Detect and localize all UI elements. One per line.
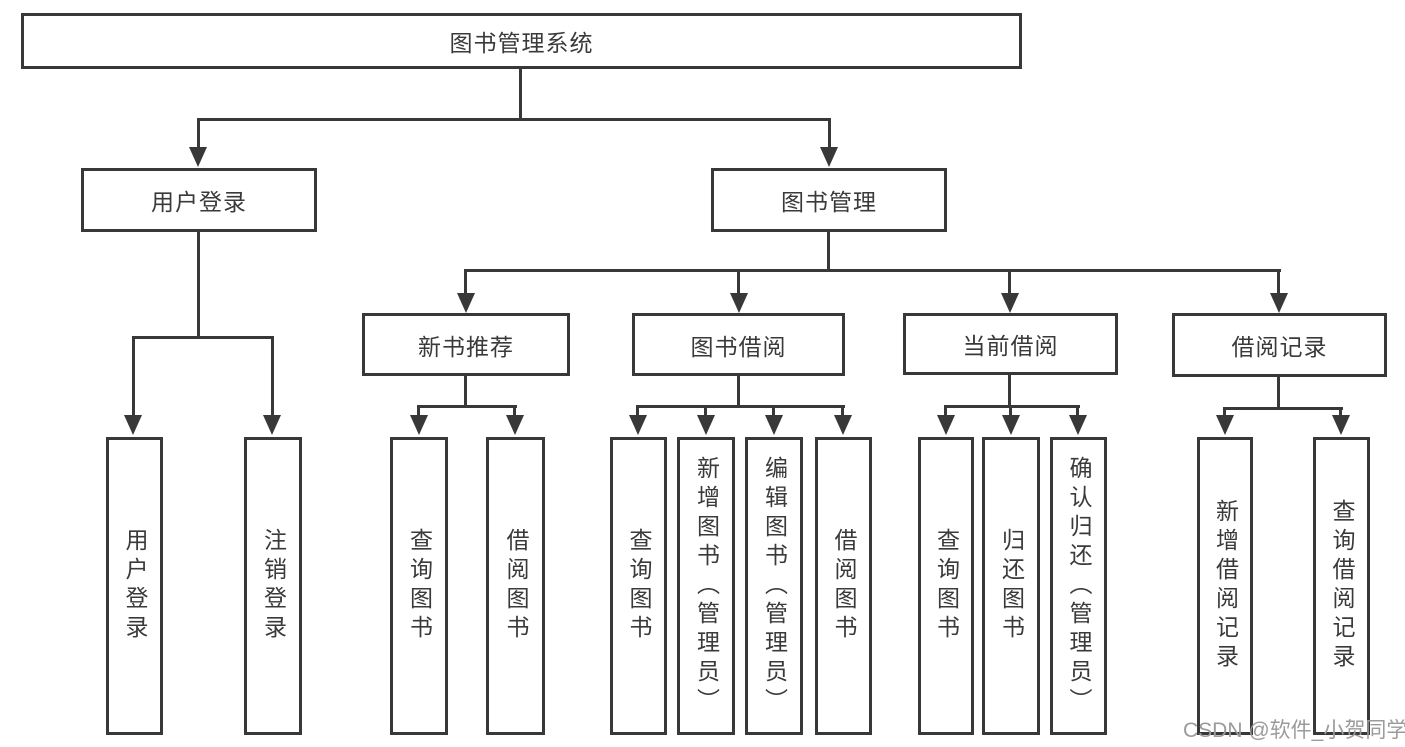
- connector-leaf-stub: [1076, 405, 1079, 417]
- leaf-label: 确认归还（管理员）: [1066, 455, 1092, 717]
- connector-leaf-stub: [704, 405, 707, 417]
- arrow-down-icon: [124, 415, 142, 435]
- connector-book-borrow-rail: [636, 405, 845, 408]
- connector-leaf-stub: [841, 405, 844, 417]
- leaf-label: 借阅图书: [503, 528, 529, 644]
- connector-current-borrow-stem: [1008, 373, 1011, 407]
- leaf-add-borrow-record: 新增借阅记录: [1197, 437, 1253, 735]
- leaf-query-borrow-record: 查询借阅记录: [1313, 437, 1370, 735]
- connector-leaf-stub: [513, 405, 516, 417]
- arrow-down-icon: [457, 293, 475, 313]
- node-library-system: 图书管理系统: [21, 13, 1022, 69]
- leaf-query-books-current: 查询图书: [918, 437, 974, 735]
- leaf-borrow-books-recommend: 借阅图书: [486, 437, 545, 735]
- arrow-down-icon: [1002, 415, 1020, 435]
- connector-leaf-stub: [636, 405, 639, 417]
- arrow-down-icon: [937, 415, 955, 435]
- arrow-down-icon: [1332, 415, 1350, 435]
- node-user-login-label: 用户登录: [151, 189, 247, 215]
- csdn-watermark: CSDN @软件_小贺同学: [1183, 719, 1405, 742]
- leaf-label: 编辑图书（管理员）: [761, 455, 788, 717]
- connector-leaf-stub: [772, 405, 775, 417]
- connector-new-book-stem: [464, 374, 467, 407]
- leaf-label: 查询借阅记录: [1329, 499, 1355, 673]
- leaf-label: 查询图书: [406, 528, 433, 644]
- leaf-label: 新增借阅记录: [1212, 499, 1239, 673]
- arrow-down-icon: [834, 415, 852, 435]
- leaf-edit-books-admin: 编辑图书（管理员）: [745, 437, 803, 735]
- node-new-book-recommend-label: 新书推荐: [418, 333, 514, 360]
- connector-leaf-stub: [1339, 407, 1342, 417]
- node-book-management: 图书管理: [711, 168, 947, 232]
- node-current-borrow-label: 当前借阅: [962, 333, 1059, 359]
- connector-to-book-management: [828, 118, 831, 149]
- node-library-system-label: 图书管理系统: [449, 30, 594, 56]
- node-book-management-label: 图书管理: [781, 189, 877, 215]
- connector-new-book-rail: [417, 405, 517, 408]
- connector-root-rail: [197, 118, 831, 121]
- connector-to-leaf-logout: [271, 336, 274, 417]
- leaf-logout-label: 注销登录: [260, 528, 287, 644]
- arrow-down-icon: [506, 415, 524, 435]
- connector-to-leaf-user-login: [132, 336, 135, 417]
- leaf-label: 查询图书: [933, 528, 960, 644]
- connector-to-user-login: [197, 118, 200, 149]
- arrow-down-icon: [1069, 415, 1087, 435]
- node-borrow-records-label: 借阅记录: [1231, 334, 1328, 360]
- connector-book-management-rail: [464, 269, 1281, 272]
- leaf-query-books-recommend: 查询图书: [390, 437, 448, 735]
- node-new-book-recommend: 新书推荐: [362, 313, 570, 376]
- connector-leaf-stub: [944, 405, 947, 417]
- leaf-label: 新增图书（管理员）: [693, 455, 720, 717]
- leaf-add-books-admin: 新增图书（管理员）: [677, 437, 735, 735]
- leaf-label: 借阅图书: [831, 528, 857, 644]
- arrow-down-icon: [820, 147, 838, 167]
- connector-root-stem: [519, 66, 522, 121]
- leaf-borrow-books: 借阅图书: [815, 437, 872, 735]
- arrow-down-icon: [189, 147, 207, 167]
- arrow-down-icon: [697, 415, 715, 435]
- connector-to-new-book: [464, 269, 467, 297]
- arrow-down-icon: [765, 415, 783, 435]
- leaf-confirm-return-admin: 确认归还（管理员）: [1050, 437, 1107, 735]
- arrow-down-icon: [410, 415, 428, 435]
- connector-book-borrow-stem: [737, 374, 740, 407]
- connector-book-management-stem: [827, 230, 830, 272]
- node-user-login: 用户登录: [81, 168, 317, 232]
- connector-leaf-stub: [417, 405, 420, 417]
- leaf-label: 归还图书: [998, 528, 1025, 644]
- leaf-user-login: 用户登录: [106, 437, 163, 735]
- leaf-query-books-borrow: 查询图书: [610, 437, 667, 735]
- arrow-down-icon: [629, 415, 647, 435]
- connector-to-borrow-records: [1277, 269, 1280, 297]
- leaf-label: 查询图书: [626, 528, 652, 644]
- arrow-down-icon: [1001, 293, 1019, 313]
- connector-current-borrow-rail: [944, 405, 1080, 408]
- node-borrow-records: 借阅记录: [1172, 313, 1387, 377]
- node-book-borrow: 图书借阅: [632, 313, 845, 376]
- connector-user-login-stem: [197, 230, 200, 339]
- connector-user-login-rail: [132, 336, 274, 339]
- connector-to-book-borrow: [737, 269, 740, 297]
- connector-leaf-stub: [1009, 405, 1012, 417]
- connector-to-current-borrow: [1008, 269, 1011, 297]
- connector-leaf-stub: [1223, 407, 1226, 417]
- arrow-down-icon: [1216, 415, 1234, 435]
- arrow-down-icon: [263, 415, 281, 435]
- arrow-down-icon: [730, 293, 748, 313]
- node-current-borrow: 当前借阅: [903, 313, 1118, 375]
- node-book-borrow-label: 图书借阅: [690, 333, 787, 360]
- leaf-return-books: 归还图书: [982, 437, 1040, 735]
- leaf-logout: 注销登录: [244, 437, 302, 735]
- leaf-user-login-label: 用户登录: [122, 528, 148, 644]
- connector-borrow-records-stem: [1277, 375, 1280, 409]
- connector-borrow-records-rail: [1223, 407, 1343, 410]
- arrow-down-icon: [1270, 293, 1288, 313]
